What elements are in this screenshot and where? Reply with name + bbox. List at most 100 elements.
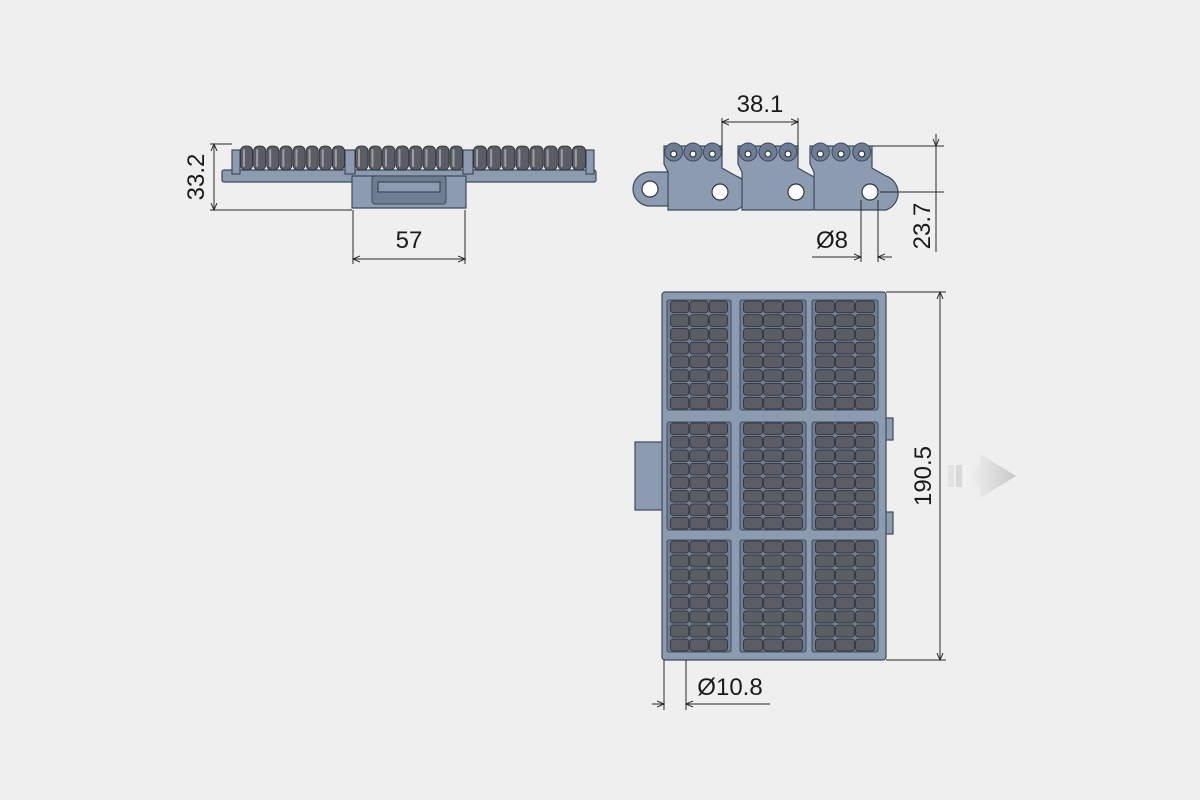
roller-highlight (546, 149, 549, 167)
roller (708, 463, 728, 476)
roller (763, 314, 783, 327)
roller-highlight (398, 149, 401, 167)
roller (855, 490, 875, 503)
roller (763, 490, 783, 503)
roller (743, 436, 763, 449)
roller (743, 503, 763, 516)
roller (670, 422, 690, 435)
roller (689, 638, 709, 652)
roller (689, 554, 709, 568)
roller (409, 145, 423, 171)
roller (743, 490, 763, 503)
roller (743, 369, 763, 382)
roller (689, 624, 709, 638)
roller (783, 554, 803, 568)
roller-highlight (282, 149, 285, 167)
roller (708, 568, 728, 582)
roller (743, 341, 763, 355)
roller (708, 436, 728, 449)
roller (743, 568, 763, 582)
dim-label-pin-diameter: Ø8 (816, 227, 848, 254)
roller (815, 355, 835, 369)
roller-highlight (412, 149, 414, 167)
roller-highlight (574, 149, 577, 167)
dim-label-hole-diameter: Ø10.8 (697, 674, 762, 701)
roller (708, 624, 728, 638)
dim-label-pitch: 38.1 (737, 91, 784, 118)
roller (689, 355, 709, 369)
roller (855, 540, 875, 554)
roller (743, 596, 763, 610)
roller (783, 638, 803, 652)
roller (743, 638, 763, 652)
roller (395, 145, 409, 171)
roller-highlight (334, 149, 337, 167)
roller (708, 355, 728, 369)
roller (355, 145, 369, 171)
roller (331, 145, 345, 171)
roller (253, 145, 267, 171)
roller (571, 145, 586, 171)
roller (487, 145, 502, 171)
roller (670, 517, 690, 530)
roller (835, 517, 855, 530)
roller (670, 328, 690, 341)
roller (815, 476, 835, 489)
roller (855, 624, 875, 638)
link-crown-hole (764, 150, 772, 158)
roller (763, 328, 783, 341)
roller (670, 540, 690, 554)
roller (689, 582, 709, 596)
roller (763, 355, 783, 369)
roller (292, 145, 306, 171)
roller (670, 300, 690, 314)
roller-block (666, 299, 732, 411)
roller (708, 554, 728, 568)
roller (763, 383, 783, 396)
dimension-width-side: 57 (353, 210, 465, 264)
roller (689, 369, 709, 382)
roller (855, 383, 875, 396)
roller (763, 540, 783, 554)
roller (529, 145, 544, 171)
roller (708, 490, 728, 503)
roller (743, 540, 763, 554)
roller (815, 449, 835, 462)
roller (670, 341, 690, 355)
roller (708, 540, 728, 554)
roller (743, 422, 763, 435)
roller (543, 145, 558, 171)
roller (708, 300, 728, 314)
roller (670, 503, 690, 516)
roller-highlight (425, 149, 428, 167)
link-crown-hole (816, 150, 824, 158)
dim-label-link-height: 23.7 (909, 203, 936, 250)
roller (783, 540, 803, 554)
roller (835, 341, 855, 355)
roller (835, 449, 855, 462)
dim-label-height-side: 33.2 (183, 154, 210, 201)
roller-highlight (452, 149, 455, 167)
roller (855, 314, 875, 327)
roller (763, 624, 783, 638)
roller-block (739, 539, 807, 653)
roller (670, 490, 690, 503)
roller (689, 300, 709, 314)
roller (763, 554, 783, 568)
roller (783, 422, 803, 435)
chain-link-view (632, 142, 899, 211)
roller (743, 582, 763, 596)
pin-hole (711, 183, 729, 201)
roller-highlight (476, 149, 478, 167)
dim-label-width-side: 57 (396, 227, 423, 254)
roller (855, 610, 875, 624)
roller (855, 463, 875, 476)
roller (783, 328, 803, 341)
roller (835, 436, 855, 449)
roller (783, 383, 803, 396)
roller (783, 476, 803, 489)
roller (763, 422, 783, 435)
roller (835, 490, 855, 503)
roller (708, 449, 728, 462)
pin-hole (787, 183, 805, 201)
